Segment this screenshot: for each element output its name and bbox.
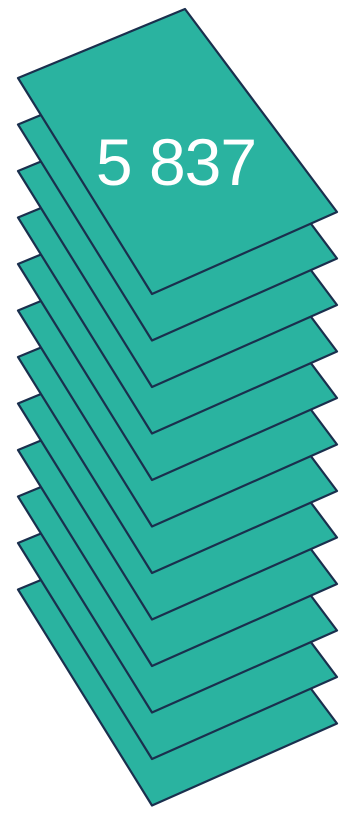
count-label: 5 837	[96, 125, 256, 199]
